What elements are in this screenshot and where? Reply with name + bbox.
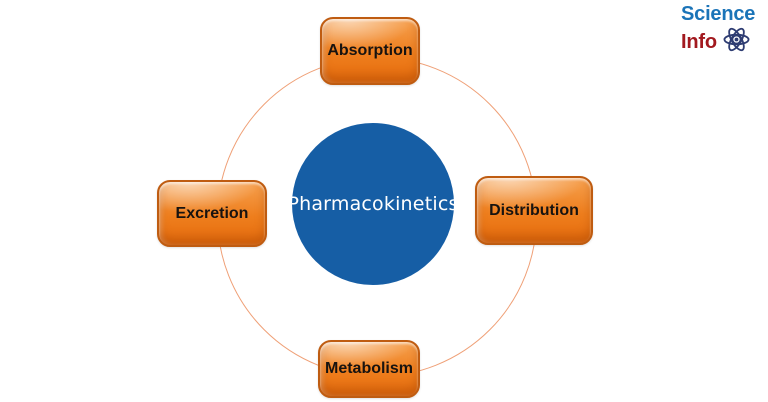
node-distribution-label: Distribution xyxy=(489,201,579,219)
center-node-label: Pharmacokinetics xyxy=(287,193,459,215)
node-absorption-label: Absorption xyxy=(327,42,413,59)
node-excretion-label: Excretion xyxy=(175,204,249,222)
node-metabolism: Metabolism xyxy=(318,340,420,398)
node-absorption: Absorption xyxy=(320,17,420,85)
node-distribution: Distribution xyxy=(475,176,593,245)
center-node-pharmacokinetics: Pharmacokinetics xyxy=(287,123,458,285)
node-metabolism-label: Metabolism xyxy=(324,360,413,377)
logo-info-text: Info xyxy=(681,31,717,53)
node-excretion: Excretion xyxy=(157,180,267,247)
logo-science-text: Science xyxy=(681,3,756,25)
atom-icon xyxy=(722,26,751,59)
science-info-logo: Science Info xyxy=(681,3,755,59)
